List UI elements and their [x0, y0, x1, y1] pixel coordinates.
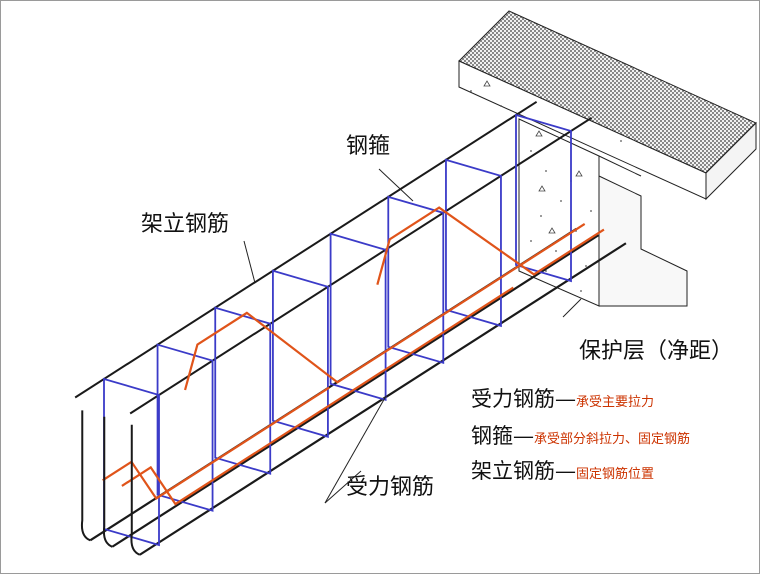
top-erection-bar [129, 116, 593, 415]
bent-up-main-bar [121, 286, 514, 506]
leader-main-bar-2 [324, 470, 362, 504]
legend-dash: — [513, 424, 534, 448]
label-stirrup: 钢箍 [346, 134, 391, 159]
leader-erection-bar [243, 240, 256, 284]
bent-up-main-bar [102, 386, 330, 500]
web-side-face [598, 175, 688, 307]
bent-up-main-bar [376, 206, 605, 286]
legend-dash: — [555, 459, 576, 483]
stirrup [445, 158, 502, 328]
legend-desc: 承受主要拉力 [576, 395, 655, 410]
stirrup [214, 306, 272, 475]
bent-up-main-bar [183, 222, 586, 391]
bar-end-hook [102, 416, 113, 548]
slab-side-face [705, 121, 757, 201]
legend-row-stirrup: 钢箍—承受部分斜拉力、固定钢筋 [471, 420, 690, 450]
stirrup [515, 113, 572, 283]
label-main-bar: 受力钢筋 [346, 475, 435, 500]
legend-dash: — [555, 387, 576, 411]
leader-cover [562, 298, 582, 318]
leader-main-bar [324, 395, 387, 504]
stirrup [329, 232, 387, 401]
legend-term: 钢箍 [471, 424, 513, 448]
legend-row-main-bar: 受力钢筋—承受主要拉力 [471, 383, 654, 413]
bar-end-hook [80, 410, 91, 542]
legend-desc: 承受部分斜拉力、固定钢筋 [534, 432, 691, 447]
rebar-cage [74, 100, 627, 556]
legend-term: 受力钢筋 [471, 387, 555, 411]
stirrup [387, 195, 445, 365]
legend-term: 架立钢筋 [471, 459, 555, 483]
concrete-beam-section [458, 10, 757, 307]
leader-lines [243, 168, 582, 504]
top-erection-bar [74, 100, 538, 399]
legend-desc: 固定钢筋位置 [576, 467, 655, 482]
stirrup [272, 269, 329, 438]
web-front-face [518, 118, 600, 307]
label-cover: 保护层（净距） [579, 339, 734, 364]
leader-stirrup [378, 168, 414, 202]
legend-row-erection-bar: 架立钢筋—固定钢筋位置 [471, 455, 654, 485]
bar-end-hook [130, 424, 141, 556]
label-erection-bar: 架立钢筋 [141, 212, 230, 237]
